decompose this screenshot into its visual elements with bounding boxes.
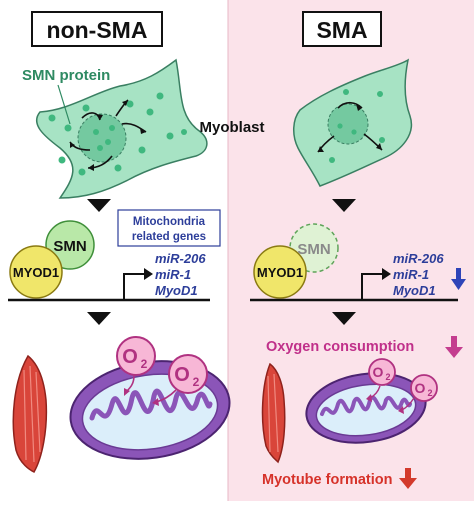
promoter-arrow-icon: [361, 273, 382, 300]
o2-bubble-icon: O 2: [168, 354, 208, 394]
arrowheads: [70, 100, 146, 171]
arrowheads: [318, 104, 382, 152]
mitochondrion-icon: [305, 372, 427, 444]
smn-dots: [48, 92, 187, 176]
smn-dots: [329, 89, 385, 163]
oxygen-consumption-label: Oxygen consumption: [266, 339, 414, 355]
arrow-down-icon: [399, 468, 417, 489]
sma-myoblast-cell: [293, 58, 413, 187]
gene-myod1: MyoD1: [155, 283, 198, 298]
non-sma-myoblast-cell: [35, 58, 208, 199]
myod1-factor: [253, 245, 307, 299]
myod1-factor-label: MYOD1: [13, 265, 59, 280]
arrow-down-icon: [87, 199, 111, 212]
sma-header: SMA: [302, 11, 382, 47]
arrow-down-icon: [332, 312, 356, 325]
myoblast-label: Myoblast: [199, 119, 264, 136]
mito-genes-line2: related genes: [132, 231, 206, 243]
sma-header-text: SMA: [316, 17, 367, 43]
nucleus: [327, 103, 369, 145]
smn-protein-pointer: [57, 84, 71, 125]
gene-mir1: miR-1: [393, 267, 429, 282]
o2-bubble-icon: O 2: [116, 336, 156, 376]
mito-genes-box: Mitochondria related genes: [117, 209, 221, 247]
o2-bubble-icon: O 2: [368, 358, 396, 386]
arrow-down-icon: [451, 268, 466, 290]
o2-uptake-arrowhead: [366, 394, 372, 402]
o2-label: O: [373, 364, 384, 380]
o2-uptake-arrowhead: [398, 406, 404, 414]
gene-mir206: miR-206: [155, 251, 206, 266]
mito-genes-line1: Mitochondria: [133, 216, 206, 228]
myod1-factor: [9, 245, 63, 299]
smn-factor-label: SMN: [53, 238, 86, 255]
o2-uptake-arrowhead: [124, 388, 130, 396]
promoter-arrowhead: [144, 268, 153, 280]
o2-bubble-icon: O 2: [410, 374, 438, 402]
smn-protein-label: SMN protein: [22, 67, 110, 84]
myotube-formation-label: Myotube formation: [262, 472, 393, 488]
arrow-down-icon: [87, 312, 111, 325]
muscle-icon: [12, 354, 48, 473]
o2-label: O: [122, 346, 138, 368]
gene-mir1: miR-1: [155, 267, 191, 282]
o2-label: O: [174, 364, 190, 386]
o2-subscript: 2: [427, 388, 432, 398]
gene-myod1: MyoD1: [393, 283, 436, 298]
arrow-down-icon: [445, 336, 463, 358]
muscle-icon: [261, 362, 286, 464]
promoter-arrow-icon: [123, 273, 144, 300]
non-sma-header-text: non-SMA: [47, 17, 148, 43]
promoter-arrowhead: [382, 268, 391, 280]
arrow-down-icon: [332, 199, 356, 212]
gene-mir206: miR-206: [393, 251, 444, 266]
nucleus: [77, 113, 127, 163]
o2-subscript: 2: [141, 357, 148, 371]
o2-subscript: 2: [385, 372, 390, 382]
smn-factor-reduced-label: SMN: [297, 241, 330, 258]
o2-uptake-arrowhead: [152, 398, 159, 406]
o2-label: O: [415, 380, 426, 396]
o2-subscript: 2: [193, 375, 200, 389]
non-sma-header: non-SMA: [31, 11, 163, 47]
myod1-factor-label: MYOD1: [257, 265, 303, 280]
